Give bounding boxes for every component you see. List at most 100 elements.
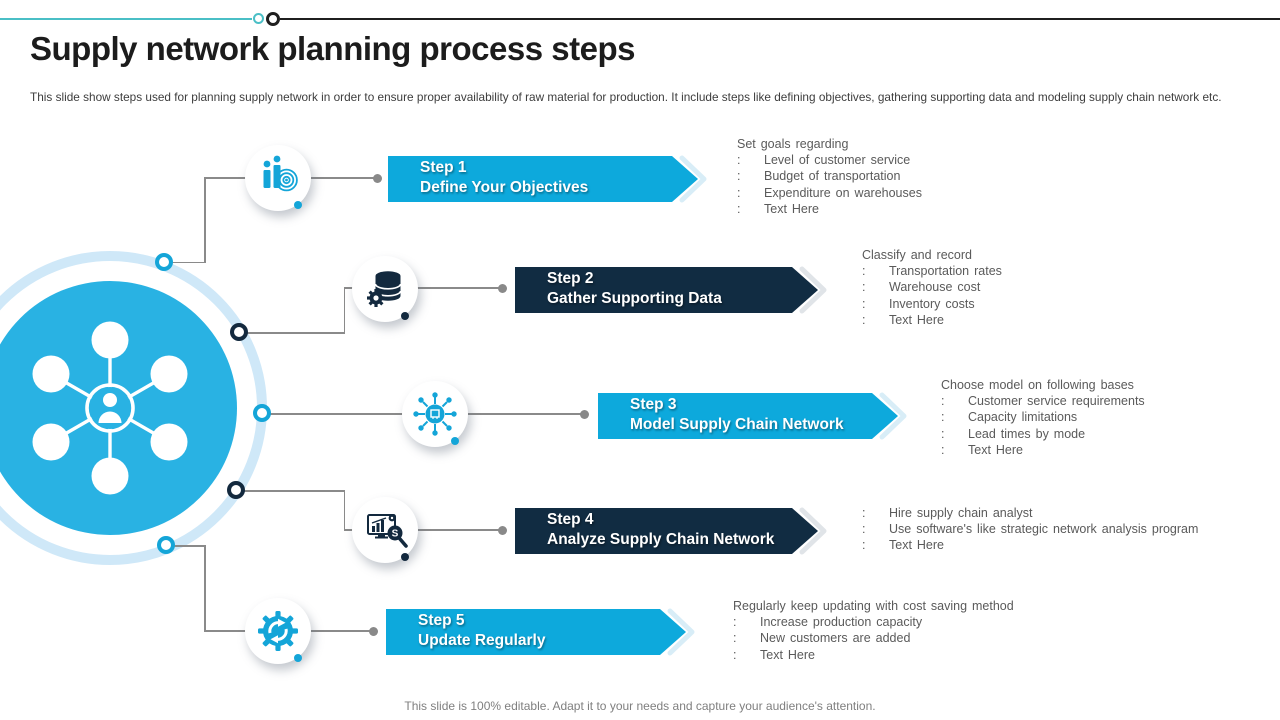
bullet-text: Budget of transportation [764, 169, 901, 184]
list-item: : Lead times by mode [941, 426, 1145, 442]
step3-banner: Step 3 Model Supply Chain Network [598, 392, 918, 440]
list-item: :Inventory costs [862, 296, 1002, 312]
step4-details: :Hire supply chain analyst :Use software… [862, 505, 1198, 554]
list-item: :Customer service requirements [941, 393, 1145, 409]
list-item: : Transportation rates [862, 263, 1002, 279]
list-item: : Level of customer service [737, 152, 922, 168]
list-item: :Expenditure on warehouses [737, 185, 922, 201]
list-item: : Text Here [733, 647, 1014, 663]
step3-label: Step 3 [630, 396, 677, 413]
bullet-text: Text Here [764, 201, 819, 216]
page-title: Supply network planning process steps [30, 30, 635, 67]
connector-step2 [343, 287, 500, 289]
step5-details: Regularly keep updating with cost saving… [733, 598, 1014, 663]
step4-icon-circle: S [352, 497, 418, 563]
bullet-text: Warehouse cost [889, 280, 981, 295]
bullet-text: Lead times by mode [968, 426, 1086, 441]
step5-title: Update Regularly [418, 631, 546, 649]
connector-dot-step5 [369, 626, 378, 636]
step3-accent-dot [451, 437, 459, 445]
step1-details: Set goals regarding : Level of customer s… [737, 136, 922, 217]
bullet-text: Text Here [889, 538, 944, 553]
deco-dark-circle-icon [266, 12, 280, 26]
step3-details-heading: Choose model on following bases [941, 378, 1134, 392]
bullet-marker: : [862, 538, 866, 553]
bullet-marker: : [733, 647, 737, 662]
step2-icon-circle [352, 256, 418, 322]
central-circle [0, 281, 237, 535]
list-item: :Increase production capacity [733, 614, 1014, 630]
bullet-text: Text Here [760, 647, 815, 662]
bullet-marker: : [862, 312, 866, 327]
step1-accent-dot [294, 201, 302, 209]
connector-dot-step3 [580, 409, 589, 419]
step4-accent-dot [401, 553, 409, 561]
gear-sync-icon [258, 611, 298, 651]
bullet-text: Level of customer service [764, 153, 911, 168]
step1-details-heading: Set goals regarding [737, 137, 849, 151]
list-item: : New customers are added [733, 630, 1014, 646]
bullet-marker: : [941, 426, 945, 441]
ring-node-step4 [227, 481, 245, 499]
step2-details-heading: Classify and record [862, 248, 972, 262]
bullet-marker: : [737, 153, 741, 168]
user-network-icon [32, 321, 188, 495]
step5-accent-dot [294, 654, 302, 662]
bullet-text: Text Here [968, 442, 1023, 457]
step5-details-heading: Regularly keep updating with cost saving… [733, 599, 1014, 613]
list-item: : Text Here [862, 537, 1198, 553]
database-gear-icon [367, 271, 402, 307]
step3-icon-circle [402, 381, 468, 447]
connector-dot-step1 [373, 173, 382, 183]
bullet-marker: : [737, 201, 741, 216]
step4-banner: Step 4 Analyze Supply Chain Network [515, 507, 839, 555]
list-item: :Text Here [862, 312, 1002, 328]
bullet-marker: : [737, 169, 741, 184]
deco-dark-line [280, 18, 1280, 20]
list-item: :Hire supply chain analyst [862, 505, 1198, 521]
step2-banner: Step 2 Gather Supporting Data [515, 266, 839, 314]
step5-banner: Step 5 Update Regularly [386, 608, 706, 656]
step1-icon-circle [245, 145, 311, 211]
step1-banner: Step 1 Define Your Objectives [388, 155, 718, 203]
step3-title: Model Supply Chain Network [630, 415, 844, 433]
ring-node-step3 [253, 404, 271, 422]
connector-step5 [204, 545, 206, 631]
step2-accent-dot [401, 312, 409, 320]
deco-teal-line [0, 18, 252, 20]
network-hub-icon [413, 392, 457, 436]
connector-step2 [240, 332, 345, 334]
connector-step1 [204, 177, 206, 263]
bullet-marker: : [941, 442, 945, 457]
bullet-text: Capacity limitations [968, 410, 1078, 425]
ring-node-step2 [230, 323, 248, 341]
bullet-marker: : [941, 394, 945, 409]
step2-label: Step 2 [547, 270, 594, 287]
bullet-marker: : [733, 631, 737, 646]
bullet-marker: : [862, 264, 866, 279]
connector-step4 [343, 490, 346, 530]
bullet-marker: : [862, 296, 866, 311]
connector-dot-step2 [498, 283, 507, 293]
step3-details: Choose model on following bases :Custome… [941, 377, 1145, 458]
bullet-text: Transportation rates [889, 264, 1002, 279]
bullet-text: New customers are added [760, 631, 911, 646]
connector-step2 [343, 288, 346, 334]
step4-title: Analyze Supply Chain Network [547, 530, 775, 548]
step1-title: Define Your Objectives [420, 178, 589, 196]
step4-label: Step 4 [547, 511, 594, 528]
list-item: :Capacity limitations [941, 409, 1145, 425]
ring-node-step5 [157, 536, 175, 554]
step5-label: Step 5 [418, 612, 465, 629]
monitor-analysis-magnifier-icon: S [367, 514, 408, 548]
step5-icon-circle [245, 598, 311, 664]
bullet-marker: : [862, 522, 866, 537]
bullet-marker: : [862, 280, 866, 295]
bullet-marker: : [862, 506, 866, 520]
connector-step4 [343, 529, 500, 531]
list-item: : Text Here [941, 442, 1145, 458]
connector-step5 [167, 545, 206, 547]
bullet-text: Expenditure on warehouses [764, 185, 922, 200]
deco-teal-circle-icon [253, 13, 264, 24]
